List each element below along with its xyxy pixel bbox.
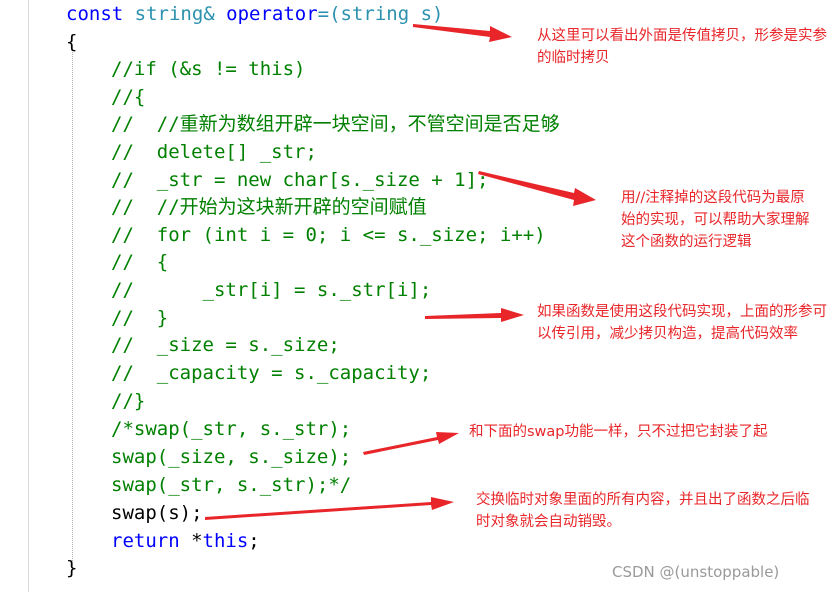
code-line: swap(_str, s._str);*/ bbox=[111, 471, 351, 499]
code-line: { bbox=[66, 28, 77, 56]
code-token: operator bbox=[226, 3, 318, 25]
code-line: //} bbox=[111, 387, 145, 415]
arrow-2 bbox=[478, 171, 596, 206]
code-token: string& bbox=[123, 3, 227, 25]
code-token: // } bbox=[111, 307, 169, 329]
code-line: /*swap(_str, s._str); bbox=[111, 415, 351, 443]
annotation-swap-wrapper: 和下面的swap功能一样，只不过把它封装了起 bbox=[469, 424, 768, 440]
code-line: // _str[i] = s._str[i]; bbox=[111, 276, 431, 304]
code-token: =(string s) bbox=[317, 3, 444, 25]
code-token: //{ bbox=[111, 86, 146, 108]
code-line: // _capacity = s._capacity; bbox=[111, 359, 431, 387]
arrow-1 bbox=[413, 24, 512, 42]
code-token: /*swap(_str, s._str); bbox=[111, 418, 352, 440]
code-token: // delete[] _str; bbox=[111, 141, 317, 163]
code-token: return bbox=[111, 530, 180, 552]
code-token: swap(_size, s._size); bbox=[111, 446, 352, 468]
code-token: swap(s); bbox=[111, 502, 203, 524]
watermark: CSDN @(unstoppable) bbox=[612, 563, 780, 581]
code-line: // //重新为数组开辟一块空间，不管空间是否足够 bbox=[111, 110, 560, 138]
code-token: //if (&s != this) bbox=[111, 58, 306, 80]
code-token: // _capacity = s._capacity; bbox=[111, 362, 432, 384]
arrow-3 bbox=[425, 308, 524, 322]
annotation-swap-temp: 交换临时对象里面的所有内容，并且出了函数之后临时对象就会自动销毁。 bbox=[476, 492, 810, 530]
annotation-pass-by-reference: 如果函数是使用这段代码实现，上面的形参可以传引用，减少拷贝构造，提高代码效率 bbox=[537, 304, 827, 342]
code-line: } bbox=[66, 554, 77, 582]
code-line: // _size = s._size; bbox=[111, 331, 340, 359]
code-token: const bbox=[66, 3, 124, 25]
arrow-5 bbox=[205, 497, 454, 520]
code-token: this bbox=[202, 530, 249, 552]
code-line: return *this; bbox=[111, 527, 260, 555]
code-token: // //重新为数组开辟一块空间，不管空间是否足够 bbox=[111, 113, 560, 135]
gutter-line bbox=[28, 0, 29, 592]
code-line: // } bbox=[111, 304, 168, 332]
code-line: swap(s); bbox=[111, 499, 203, 527]
code-token: swap(_str, s._str);*/ bbox=[111, 474, 352, 496]
code-line: //{ bbox=[111, 83, 145, 111]
code-token: * bbox=[179, 530, 203, 552]
code-line: // for (int i = 0; i <= s._size; i++) bbox=[111, 221, 546, 249]
indent-guide bbox=[72, 50, 73, 565]
code-token: // _size = s._size; bbox=[111, 334, 340, 356]
code-token: //} bbox=[111, 390, 146, 412]
annotation-original-impl: 用//注释掉的这段代码为最原始的实现，可以帮助大家理解这个函数的运行逻辑 bbox=[621, 190, 810, 250]
code-line: // { bbox=[111, 248, 168, 276]
code-token: // _str = new char[s._size + 1]; bbox=[111, 169, 489, 191]
code-token: } bbox=[66, 557, 78, 579]
arrow-4 bbox=[363, 432, 459, 455]
code-token: // for (int i = 0; i <= s._size; i++) bbox=[111, 224, 546, 246]
code-token: // { bbox=[111, 251, 169, 273]
annotation-pass-by-value: 从这里可以看出外面是传值拷贝，形参是实参的临时拷贝 bbox=[537, 28, 827, 66]
code-line: // //开始为这块新开辟的空间赋值 bbox=[111, 193, 427, 221]
code-line: // delete[] _str; bbox=[111, 138, 317, 166]
code-token: { bbox=[66, 31, 78, 53]
code-token: ; bbox=[248, 530, 260, 552]
code-token: // _str[i] = s._str[i]; bbox=[111, 279, 432, 301]
code-line: const string& operator=(string s) bbox=[66, 0, 444, 28]
code-token: // //开始为这块新开辟的空间赋值 bbox=[111, 196, 427, 218]
code-line: // _str = new char[s._size + 1]; bbox=[111, 166, 489, 194]
code-line: swap(_size, s._size); bbox=[111, 443, 351, 471]
code-line: //if (&s != this) bbox=[111, 55, 305, 83]
